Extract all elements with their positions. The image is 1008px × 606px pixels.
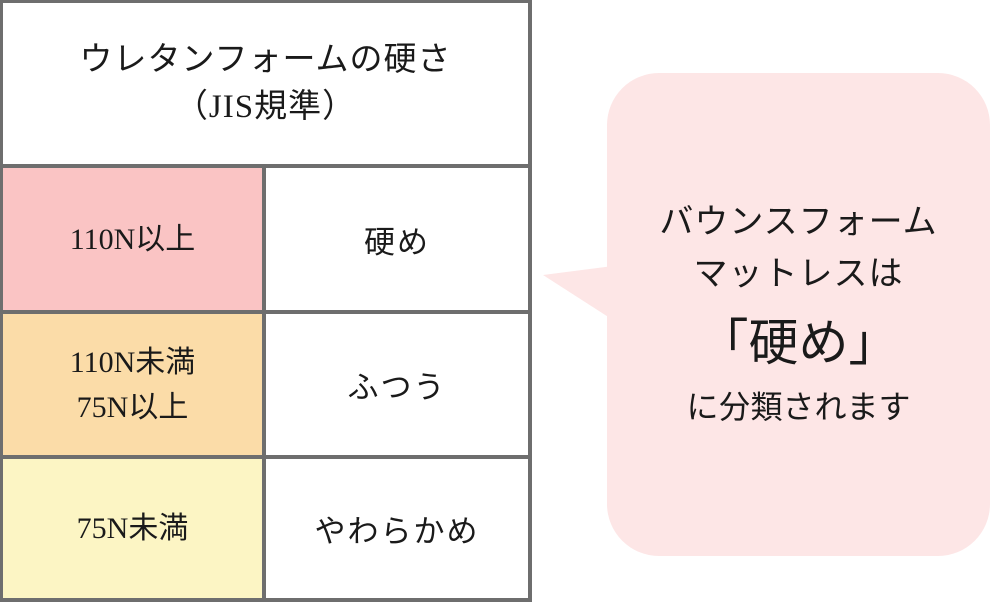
hardness-label-text: やわらかめ [314, 514, 480, 550]
hardness-label-text: ふつう [347, 370, 447, 406]
hardness-label-cell-hard: 硬め [266, 168, 528, 310]
hardness-value-cell-normal: 110N未満 75N以上 [3, 313, 266, 456]
hardness-label-cell-normal: ふつう [266, 313, 528, 456]
table-row: 110N以上 硬め [3, 168, 528, 314]
hardness-value-text-line-1: 110N未満 [69, 345, 196, 379]
callout-emphasis: 「硬め」 [698, 315, 899, 372]
table-header-line-2: （JIS規準） [174, 88, 357, 125]
table-row: 75N未満 やわらかめ [3, 459, 528, 599]
hardness-value-text-line-2: 75N以上 [76, 390, 189, 424]
speech-bubble-callout: バウンスフォーム マットレスは 「硬め」 に分類されます [607, 73, 990, 556]
hardness-value-text: 75N未満 [76, 512, 189, 546]
hardness-value-text: 110N以上 [69, 222, 196, 256]
table-row: 110N未満 75N以上 ふつう [3, 313, 528, 460]
callout-line-2: マットレスは [693, 255, 904, 293]
callout-closing: に分類されます [686, 389, 911, 426]
hardness-label-text: 硬め [364, 224, 430, 260]
hardness-value-cell-soft: 75N未満 [3, 459, 266, 599]
callout-line-1: バウンスフォーム [659, 204, 938, 242]
hardness-value-cell-hard: 110N以上 [3, 168, 266, 310]
speech-bubble-tail-icon [543, 266, 613, 320]
table-header: ウレタンフォームの硬さ （JIS規準） [3, 3, 528, 169]
table-header-line-1: ウレタンフォームの硬さ [79, 41, 452, 78]
hardness-table: ウレタンフォームの硬さ （JIS規準） 110N以上 硬め 110N未満 75N… [0, 0, 532, 602]
hardness-label-cell-soft: やわらかめ [266, 459, 528, 599]
